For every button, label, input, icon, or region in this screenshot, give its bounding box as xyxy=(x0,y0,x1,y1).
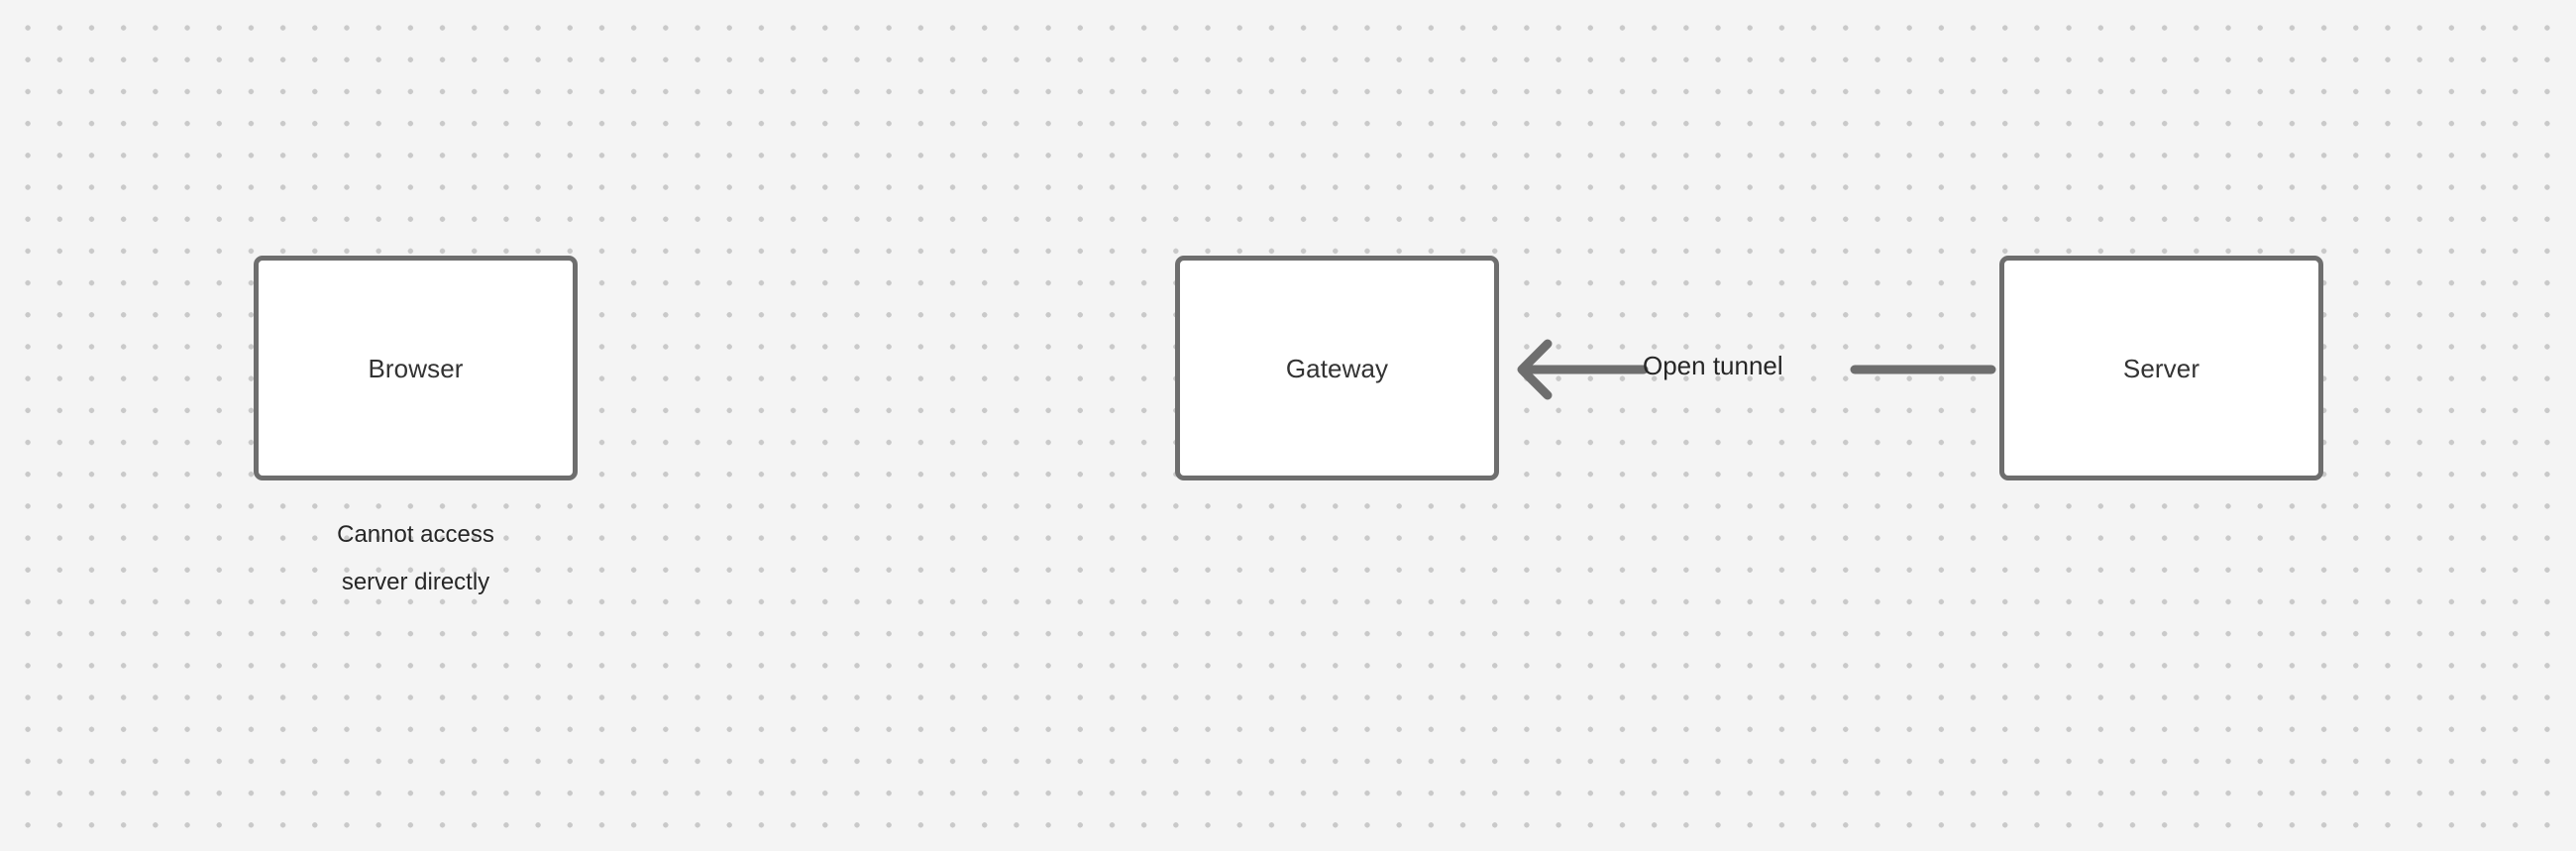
node-gateway-label: Gateway xyxy=(1285,353,1389,383)
browser-caption: Cannot access server directly xyxy=(254,511,578,606)
node-browser[interactable]: Browser xyxy=(254,256,578,480)
node-server-label: Server xyxy=(2122,353,2200,383)
arrowhead-left-icon xyxy=(1517,339,1553,400)
node-server[interactable]: Server xyxy=(1999,256,2323,480)
browser-caption-line-1: Cannot access xyxy=(337,521,494,548)
node-gateway[interactable]: Gateway xyxy=(1175,256,1499,480)
edge-label-open-tunnel: Open tunnel xyxy=(1643,351,1783,380)
node-browser-label: Browser xyxy=(368,353,464,383)
browser-caption-line-2: server directly xyxy=(341,569,490,595)
